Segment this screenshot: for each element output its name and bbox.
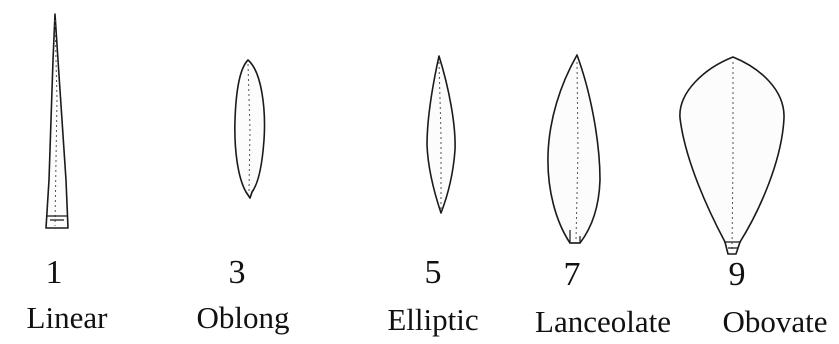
leaf-name-oblong: Oblong — [197, 302, 290, 333]
leaf-elliptic — [427, 56, 455, 213]
leaf-name-elliptic: Elliptic — [387, 304, 478, 335]
leaf-number-elliptic: 5 — [425, 256, 442, 290]
leaf-name-lanceolate: Lanceolate — [535, 306, 671, 337]
leaf-number-oblong: 3 — [229, 256, 246, 290]
leaf-name-linear: Linear — [27, 302, 108, 333]
leaf-number-obovate: 9 — [729, 258, 746, 292]
leaf-number-lanceolate: 7 — [564, 258, 581, 292]
leaf-obovate — [680, 57, 784, 254]
leaf-linear — [46, 14, 68, 228]
leaf-name-obovate: Obovate — [722, 306, 827, 337]
leaf-lanceolate — [548, 55, 600, 243]
leaf-oblong — [235, 60, 265, 198]
leaf-number-linear: 1 — [46, 256, 63, 290]
